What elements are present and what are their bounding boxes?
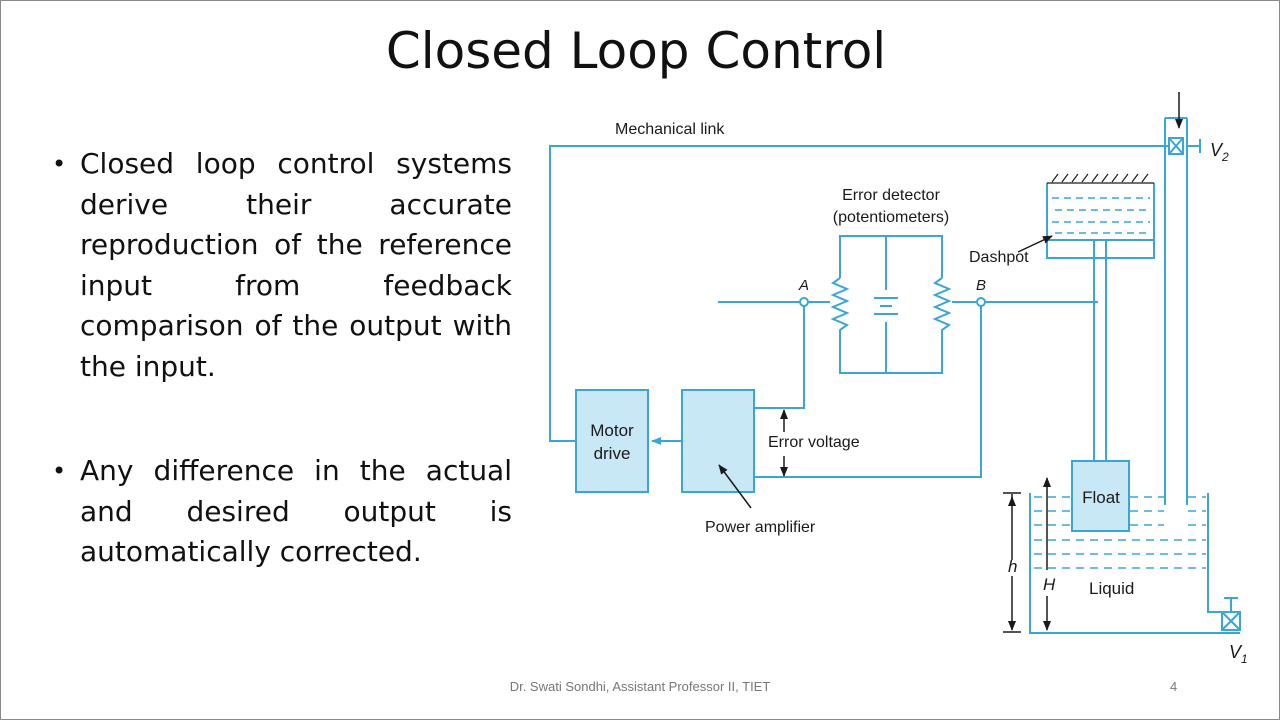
mechanical-link-label: Mechanical link (615, 121, 725, 138)
bullet-list: • Closed loop control systems derive the… (52, 144, 512, 573)
dashpot-label: Dashpot (969, 249, 1029, 266)
bullet-text-1: Closed loop control systems derive their… (80, 147, 512, 383)
terminal-a-icon (799, 297, 809, 307)
page-number: 4 (1170, 679, 1178, 694)
motor-drive-label-1: Motor (590, 421, 634, 440)
motor-drive-label-2: drive (594, 444, 631, 463)
valve-v1-label: V1 (1229, 642, 1248, 666)
power-amplifier-label: Power amplifier (705, 519, 816, 536)
potentiometer-a (830, 277, 850, 336)
slide-title: Closed Loop Control (385, 22, 887, 80)
tank-outline-left (1029, 493, 1240, 634)
bullet-text-2: Any difference in the actual and desired… (80, 454, 512, 568)
terminal-b-icon (976, 297, 986, 307)
slide-footer: Dr. Swati Sondhi, Assistant Professor II… (509, 679, 771, 694)
bullet-dot-icon: • (52, 457, 67, 485)
annotation-arrows (718, 92, 1183, 633)
dashpot-outline (1046, 183, 1155, 259)
mechanical-link-line (549, 145, 1173, 442)
bullet-dot-icon: • (52, 150, 67, 178)
tank-outline-right (1207, 493, 1222, 613)
wiring (549, 117, 1240, 634)
valve-v2-label: V2 (1210, 140, 1229, 164)
dashpot-hatch (1047, 173, 1154, 184)
point-b-label: B (976, 277, 986, 294)
point-a-label: A (798, 277, 809, 294)
bullet-item-2: • Any difference in the actual and desir… (52, 451, 512, 573)
h-small-label: h (1008, 557, 1017, 576)
valve-v2-icon (1168, 137, 1184, 155)
error-detector-label-2: (potentiometers) (833, 209, 950, 226)
motor-drive-box (575, 389, 649, 493)
dashpot-liquid (1052, 197, 1150, 234)
power-amplifier-box (681, 389, 755, 493)
error-detector-label-1: Error detector (842, 187, 940, 204)
bullet-item-1: • Closed loop control systems derive the… (52, 144, 512, 387)
liquid-label: Liquid (1089, 579, 1134, 598)
tank-liquid (1034, 496, 1206, 569)
float-box (1071, 460, 1130, 532)
potentiometer-b (932, 277, 952, 336)
float-label: Float (1082, 488, 1120, 507)
h-large-label: H (1043, 575, 1056, 594)
valve-v1-icon (1221, 611, 1241, 631)
error-voltage-label: Error voltage (768, 434, 860, 451)
